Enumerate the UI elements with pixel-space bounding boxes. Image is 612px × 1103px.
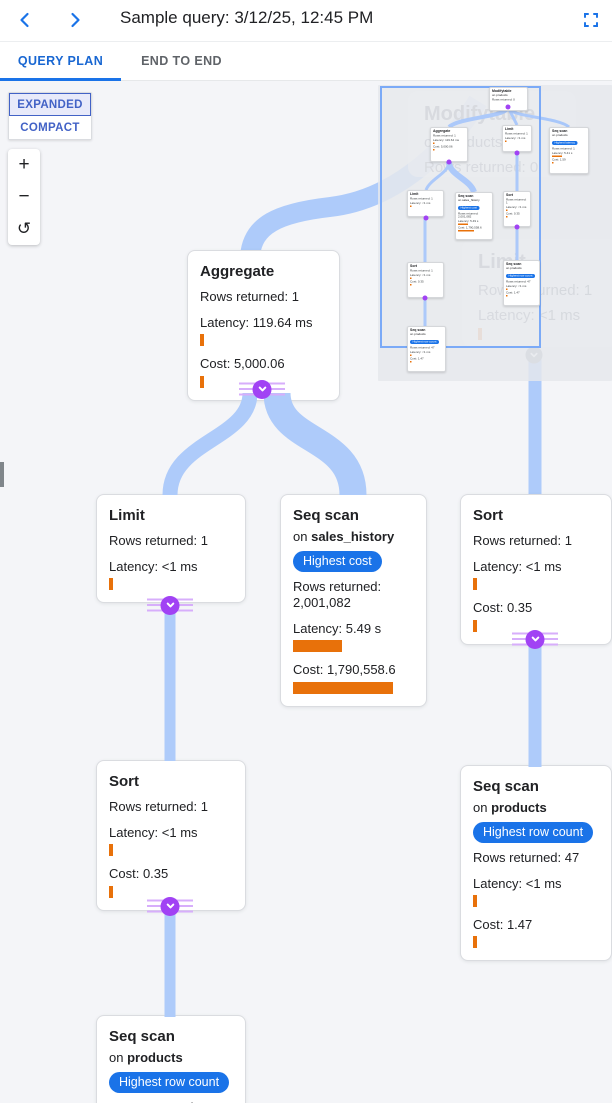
cost-bar [109,885,113,898]
cost-bar [473,619,477,632]
chevron-down-icon [160,896,180,916]
minimap-expander-dot [514,150,520,156]
node-rows-returned: Rows returned: 1 [200,288,299,304]
latency-bar [473,578,477,591]
chevron-left-icon [16,11,34,32]
collapse-expander-limit-top[interactable] [147,595,193,615]
reset-view-button[interactable]: ↺ [8,213,40,245]
latency-bar [473,895,477,908]
zoom-in-button[interactable]: + [8,149,40,181]
node-table: on products [473,799,547,815]
node-title: Seq scan [109,1028,175,1045]
tab-query-plan[interactable]: QUERY PLAN [0,42,121,81]
tab-end-to-end[interactable]: END TO END [141,54,222,68]
collapse-expander-sort-right[interactable] [512,629,558,649]
node-cost: Cost: 0.35 [109,866,169,882]
node-title: Sort [473,507,503,524]
node-rows-returned: Rows returned: 1 [109,532,208,548]
latency-bar [109,844,113,857]
chevron-right-icon [66,11,84,32]
node-badge: Highest row count [109,1072,230,1093]
minimap-expander-dot [423,215,429,221]
node-badge: Highest cost [293,551,382,572]
chevron-down-icon [525,629,545,649]
fullscreen-button[interactable] [576,6,606,36]
node-cost: Cost: 5,000.06 [200,356,285,372]
node-rows-returned: Rows returned: 1 [109,798,208,814]
node-cost: Cost: 1.47 [473,917,533,933]
tab-bar: QUERY PLAN END TO END [0,42,612,81]
next-sample-button[interactable] [60,6,90,36]
collapse-expander-aggregate[interactable] [239,379,285,399]
zoom-out-button[interactable]: − [8,181,40,213]
node-badge: Highest row count [473,822,594,843]
node-table: on products [109,1049,183,1065]
minimap-expander-dot [446,159,452,165]
node-cost: Cost: 0.35 [473,600,533,616]
latency-bar [109,578,113,591]
edge-aggregate-to-seqscan [263,391,367,497]
chevron-down-icon [252,379,272,399]
node-rows-returned: Rows returned: 47 [473,849,580,865]
edge-aggregate-to-limit [162,392,258,496]
cost-bar [293,681,393,694]
node-table: on sales_history [293,528,395,544]
cost-bar [200,375,204,388]
node-title: Aggregate [200,263,275,280]
node-title: Seq scan [473,778,539,795]
pane-resize-handle[interactable] [0,462,4,487]
node-latency: Latency: <1 ms [109,825,198,840]
node-cost: Cost: 1,790,558.6 [293,662,396,678]
zoom-controls: + − ↺ [8,149,40,245]
header: Sample query: 3/12/25, 12:45 PM [0,0,612,42]
node-latency: Latency: <1 ms [473,559,562,574]
minimap-expander-dot [505,104,511,110]
node-title: Seq scan [293,507,359,524]
chevron-down-icon [160,595,180,615]
node-latency: Latency: <1 ms [473,875,562,891]
cost-bar [473,936,477,949]
fullscreen-icon [582,11,600,32]
node-latency: Latency: 119.64 ms [200,315,313,330]
node-latency: Latency: 5.49 s [293,621,382,637]
previous-sample-button[interactable] [10,6,40,36]
node-rows-returned: Rows returned: 47 [109,1100,233,1103]
collapse-expander-sort-left[interactable] [147,896,193,916]
latency-bar [293,640,342,653]
latency-bar [200,334,204,347]
minimap-expander-dot [514,224,520,230]
compact-button[interactable]: COMPACT [9,116,91,139]
query-plan-graph: Modifytable on products Rows returned: 0… [0,81,612,1103]
node-rows-returned: Rows returned: 2,001,082 [293,578,382,610]
minimap-expander-dot [422,295,428,301]
expanded-button[interactable]: EXPANDED [9,93,91,116]
node-rows-returned: Rows returned: 1 [473,532,572,548]
node-title: Sort [109,773,139,790]
node-title: Limit [109,507,145,524]
page-title: Sample query: 3/12/25, 12:45 PM [120,8,374,27]
node-latency: Latency: <1 ms [109,559,198,574]
view-mode-toggle: EXPANDED COMPACT [8,92,92,140]
